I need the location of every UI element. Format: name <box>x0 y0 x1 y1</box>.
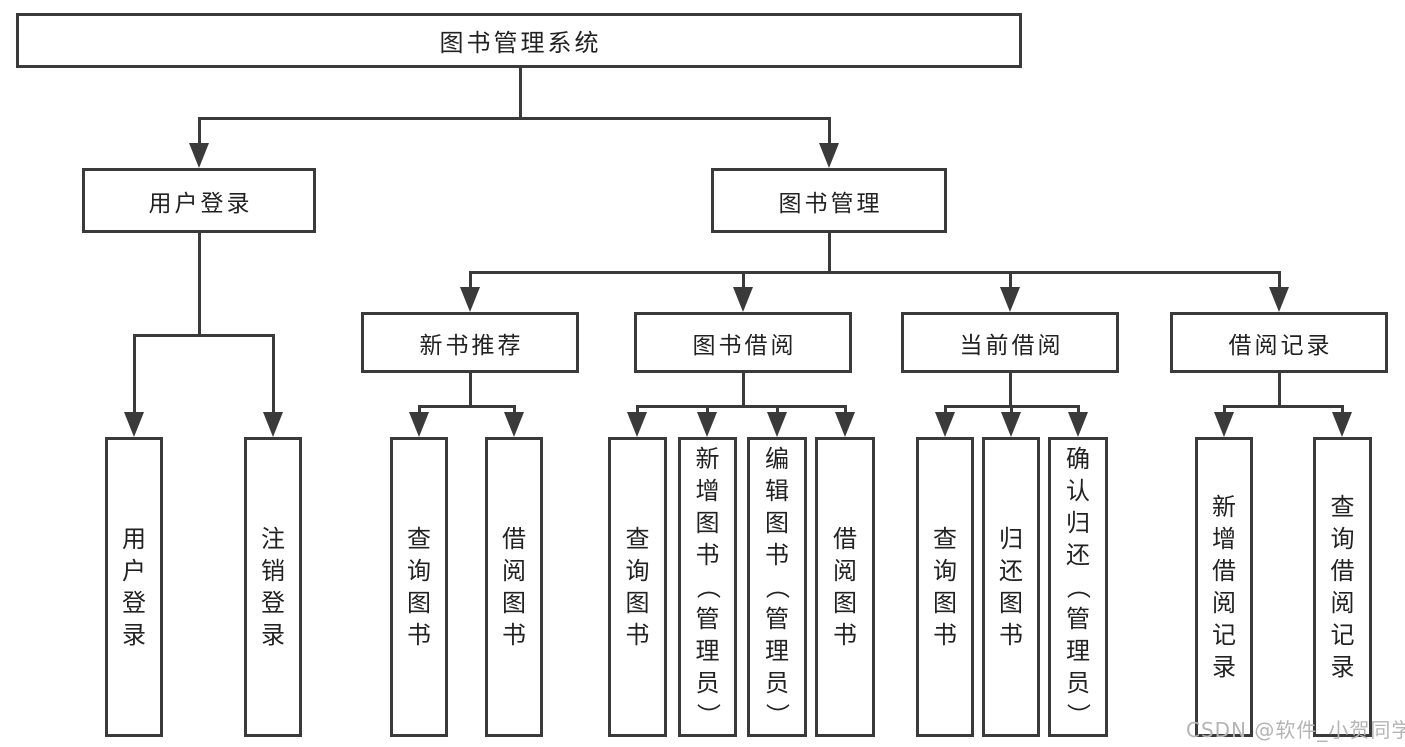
node-label-leaf-borrow-book-1: 借阅图书 <box>502 525 526 649</box>
connector-drop <box>943 406 947 414</box>
node-leaf-borrow-book-1: 借阅图书 <box>485 437 543 737</box>
arrowhead-down-icon <box>767 412 787 437</box>
connector-bus-new-book-recommend <box>417 404 516 408</box>
arrowhead-down-icon <box>835 412 855 437</box>
connector-stem-book-mgmt <box>827 233 831 274</box>
connector-drop <box>417 406 421 414</box>
node-label-leaf-query-book-1: 查询图书 <box>407 525 431 649</box>
node-label-current-borrow: 当前借阅 <box>959 332 1064 359</box>
arrowhead-down-icon <box>189 143 209 168</box>
node-leaf-query-book-2: 查询图书 <box>608 437 667 737</box>
node-label-leaf-return-book: 归还图书 <box>999 525 1023 649</box>
arrowhead-down-icon <box>504 412 524 437</box>
node-label-leaf-query-book-2: 查询图书 <box>625 525 650 649</box>
node-leaf-query-book-1: 查询图书 <box>390 437 448 737</box>
node-leaf-add-book: 新增图书（管理员） <box>678 437 737 737</box>
node-leaf-add-borrow-record: 新增借阅记录 <box>1195 437 1253 737</box>
connector-bus-user-login <box>132 333 275 337</box>
node-user-login: 用户登录 <box>82 168 316 233</box>
watermark: CSDN @软件_小贺同学 <box>1186 718 1405 742</box>
arrowhead-down-icon <box>460 287 480 312</box>
node-label-new-book-recommend: 新书推荐 <box>419 332 524 359</box>
arrowhead-down-icon <box>1000 287 1020 312</box>
node-label-book-mgmt: 图书管理 <box>778 190 883 217</box>
connector-drop <box>775 406 779 414</box>
arrowhead-down-icon <box>1214 412 1234 437</box>
node-label-user-login: 用户登录 <box>148 190 253 217</box>
node-label-leaf-add-borrow-record: 新增借阅记录 <box>1212 493 1236 681</box>
node-leaf-user-login: 用户登录 <box>105 437 163 737</box>
connector-drop <box>271 335 275 414</box>
connector-bus-book-mgmt <box>468 270 1281 274</box>
node-current-borrow: 当前借阅 <box>901 312 1119 373</box>
arrowhead-down-icon <box>263 412 283 437</box>
node-label-leaf-query-book-3: 查询图书 <box>933 525 957 649</box>
arrowhead-down-icon <box>935 412 955 437</box>
connector-bus-borrow-records <box>1222 404 1344 408</box>
connector-drop <box>1009 406 1013 414</box>
node-label-leaf-add-book: 新增图书（管理员） <box>693 445 722 727</box>
connector-drop <box>468 272 472 289</box>
connector-drop <box>132 335 136 414</box>
node-label-leaf-query-borrow-record: 查询借阅记录 <box>1330 493 1355 681</box>
connector-drop <box>1340 406 1344 414</box>
node-label-leaf-logout: 注销登录 <box>261 525 285 649</box>
node-label-leaf-confirm-return: 确认归还（管理员） <box>1064 445 1092 727</box>
arrowhead-down-icon <box>124 412 144 437</box>
node-book-mgmt: 图书管理 <box>711 168 947 233</box>
connector-drop <box>512 406 516 414</box>
connector-drop <box>827 118 831 145</box>
arrowhead-down-icon <box>697 412 717 437</box>
arrowhead-down-icon <box>1001 412 1021 437</box>
connector-stem-current-borrow <box>1008 373 1012 408</box>
arrowhead-down-icon <box>819 143 839 168</box>
node-label-book-borrow: 图书借阅 <box>692 332 797 359</box>
node-label-leaf-borrow-book-2: 借阅图书 <box>833 525 857 649</box>
connector-bus-book-borrow <box>635 404 847 408</box>
arrowhead-down-icon <box>1269 287 1289 312</box>
connector-stem-user-login <box>197 233 201 337</box>
connector-bus-root <box>197 116 831 120</box>
arrowhead-down-icon <box>1068 412 1088 437</box>
connector-drop <box>1277 272 1281 289</box>
node-new-book-recommend: 新书推荐 <box>361 312 579 373</box>
node-label-root: 图书管理系统 <box>439 29 602 57</box>
node-label-leaf-user-login: 用户登录 <box>122 525 146 649</box>
node-leaf-logout: 注销登录 <box>244 437 302 737</box>
node-borrow-records: 借阅记录 <box>1170 312 1388 373</box>
connector-stem-borrow-records <box>1277 373 1281 408</box>
node-label-borrow-records: 借阅记录 <box>1228 332 1333 359</box>
node-leaf-query-borrow-record: 查询借阅记录 <box>1313 437 1372 737</box>
node-root: 图书管理系统 <box>16 13 1022 68</box>
arrowhead-down-icon <box>409 412 429 437</box>
connector-drop <box>1008 272 1012 289</box>
arrowhead-down-icon <box>1332 412 1352 437</box>
connector-drop <box>1222 406 1226 414</box>
connector-drop <box>1076 406 1080 414</box>
node-label-leaf-edit-book: 编辑图书（管理员） <box>763 445 791 727</box>
connector-stem-new-book-recommend <box>468 373 472 408</box>
connector-stem-book-borrow <box>741 373 745 408</box>
connector-drop <box>741 272 745 289</box>
arrowhead-down-icon <box>627 412 647 437</box>
connector-drop <box>635 406 639 414</box>
node-leaf-confirm-return: 确认归还（管理员） <box>1048 437 1108 737</box>
node-book-borrow: 图书借阅 <box>634 312 852 373</box>
node-leaf-return-book: 归还图书 <box>982 437 1040 737</box>
connector-drop <box>705 406 709 414</box>
connector-drop <box>843 406 847 414</box>
connector-drop <box>197 118 201 145</box>
node-leaf-query-book-3: 查询图书 <box>916 437 974 737</box>
connector-stem-root <box>518 68 522 120</box>
arrowhead-down-icon <box>733 287 753 312</box>
node-leaf-borrow-book-2: 借阅图书 <box>815 437 875 737</box>
node-leaf-edit-book: 编辑图书（管理员） <box>747 437 807 737</box>
